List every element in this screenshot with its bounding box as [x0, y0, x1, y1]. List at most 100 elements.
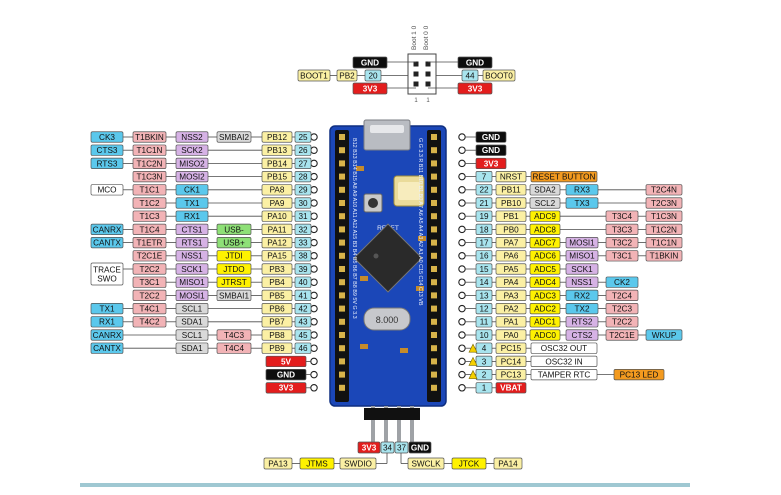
left-header-pin: [339, 345, 345, 352]
right-label-t2c1e-text: T2C1E: [609, 331, 635, 340]
right-label-adc2: ADC2: [529, 303, 561, 315]
left-pin-number-46-text: 46: [298, 344, 308, 353]
left-label-t4c2-text: T4C2: [139, 318, 159, 327]
right-label-adc1-text: ADC1: [534, 318, 556, 327]
left-power-gnd-text: GND: [277, 371, 295, 380]
left-label-nss2-text: NSS2: [181, 133, 203, 142]
left-label-canrx-text: CANRX: [93, 331, 122, 340]
swd-pin-number-37-bg: [394, 441, 409, 454]
left-label-tx1: TX1: [90, 303, 124, 315]
left-header-pin: [339, 252, 345, 259]
right-pin-hole: [458, 331, 466, 339]
right-label-t2c3: T2C3: [605, 303, 639, 315]
right-port-pc13: PC13: [495, 369, 527, 381]
right-port-pb0: PB0: [495, 223, 527, 235]
right-pin-number-19: 19: [475, 210, 493, 222]
right-pin-hole: [458, 265, 466, 273]
right-header-pin: [431, 200, 437, 206]
left-label-ck1-text: CK1: [184, 186, 200, 195]
left-header-pin: [339, 173, 345, 180]
right-label-t1c3n: T1C3N: [645, 210, 683, 222]
left-header-pin: [339, 134, 345, 140]
reset-button-knob: [368, 198, 378, 208]
right-header-pin: [431, 173, 437, 180]
boot-header-pin: [413, 81, 419, 87]
right-header-pin: [431, 371, 437, 378]
swd-left-swdio: SWDIO: [339, 457, 377, 470]
left-label-miso1: MISO1: [175, 276, 209, 288]
right-pin-hole: [458, 344, 466, 352]
left-label-cantx-text: CANTX: [93, 344, 121, 353]
right-pin-hole: [458, 304, 466, 313]
left-port-pa12-text: PA12: [267, 238, 287, 247]
right-label-rx2-text: RX2: [574, 291, 590, 300]
left-pin-number-41: 41: [294, 289, 312, 301]
swd-left-pa13: PA13: [263, 457, 293, 470]
left-port-pb5: PB5: [261, 289, 293, 301]
left-pin-hole: [310, 252, 318, 260]
left-port-pb9-text: PB9: [269, 344, 285, 353]
right-label-tx3-text: TX3: [574, 199, 589, 208]
right-pin-number-10-text: 10: [479, 331, 489, 340]
left-label-t4c2: T4C2: [132, 316, 167, 328]
left-power-3v3-bg: [265, 382, 307, 394]
left-pin-number-32: 32: [294, 223, 312, 235]
left-pin-number-26: 26: [294, 144, 312, 156]
left-label-rts1-text: RTS1: [182, 238, 203, 247]
right-pin-number-3: 3: [475, 355, 493, 367]
left-pin-hole: [310, 265, 318, 273]
left-label-tx1: TX1: [175, 197, 209, 209]
right-pin-number-21-text: 21: [479, 199, 489, 208]
left-pin-number-38-text: 38: [298, 252, 308, 261]
left-port-pb4: PB4: [261, 276, 293, 288]
right-label-adc5: ADC5: [529, 263, 561, 275]
right-pin-hole: [458, 133, 466, 141]
left-label-cts3-text: CTS3: [97, 146, 118, 155]
right-port-pb10-text: PB10: [501, 199, 521, 208]
right-pin-number-14: 14: [475, 276, 493, 288]
left-label-t4c3-text: T4C3: [224, 331, 244, 340]
right-label-tx3: TX3: [565, 197, 599, 209]
right-label-reset-button-text: RESET BUTTON: [533, 172, 596, 181]
right-label-t3c1: T3C1: [605, 250, 639, 262]
right-label-t1bkin: T1BKIN: [645, 250, 683, 262]
left-port-pb9: PB9: [261, 342, 293, 354]
right-label-reset-button: RESET BUTTON: [530, 171, 598, 183]
right-label-rx3-text: RX3: [574, 186, 590, 195]
left-label-cts3: CTS3: [90, 144, 124, 156]
right-header-pin: [431, 147, 437, 154]
left-pin-number-29-text: 29: [298, 186, 308, 195]
right-label-sck1-text: SCK1: [571, 265, 593, 274]
left-header-pin: [339, 213, 345, 220]
left-label-t1etr: T1ETR: [132, 237, 167, 249]
right-label-ck2-bg: [605, 276, 639, 288]
left-label-t2c2-bg: [132, 289, 167, 301]
right-label-rts2-text: RTS2: [572, 318, 593, 327]
left-label-sda1-text: SDA1: [181, 344, 203, 353]
left-port-pa10: PA10: [261, 210, 293, 222]
left-label-smbai2-text: SMBAI2: [219, 133, 249, 142]
left-label-jtrst-text: JTRST: [221, 278, 246, 287]
right-label-osc32-out-text: OSC32 OUT: [541, 344, 587, 353]
left-port-pb5-text: PB5: [269, 291, 285, 300]
right-pin-hole: [458, 252, 466, 260]
right-label-t2c3n-text: T2C3N: [651, 199, 677, 208]
right-port-pa7-text: PA7: [504, 238, 519, 247]
right-port-pa7: PA7: [495, 237, 527, 249]
right-header-pin: [431, 384, 437, 391]
right-port-pa3: PA3: [495, 289, 527, 301]
smd-component: [418, 236, 426, 241]
swd-pin-number-34-bg: [380, 441, 395, 454]
right-label-t2c2-bg: [605, 316, 639, 328]
left-label-rx1-bg: [90, 316, 124, 328]
left-label-jtrst: JTRST: [216, 276, 252, 288]
left-label-rts3: RTS3: [90, 157, 124, 169]
right-power-gnd-bg: [475, 144, 507, 156]
right-label-t2c4n-text: T2C4N: [651, 186, 677, 195]
right-label-mosi1-text: MOSI1: [569, 238, 595, 247]
warning-icon: [468, 356, 478, 366]
right-port-pa5-text: PA5: [504, 265, 519, 274]
boot1-power-text: 3V3: [363, 84, 378, 93]
left-pin-number-29: 29: [294, 184, 312, 196]
right-pin-number-16: 16: [475, 250, 493, 262]
